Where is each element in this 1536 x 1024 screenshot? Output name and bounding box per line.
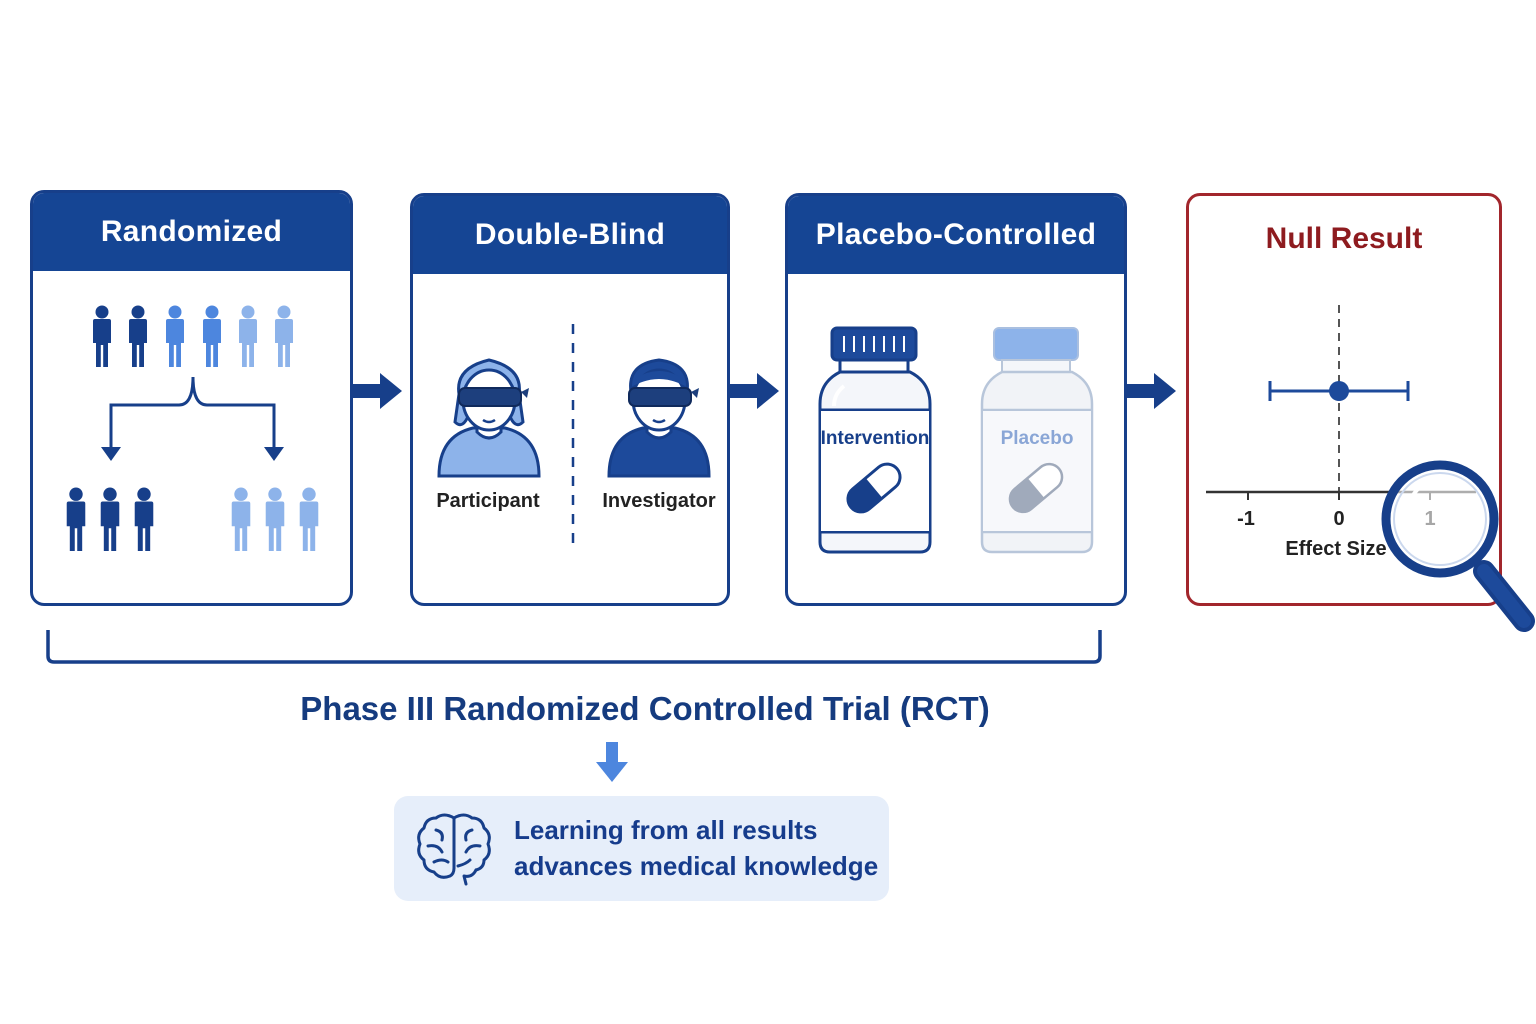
tick-label: 0 [1333, 508, 1344, 530]
person-icon [299, 487, 319, 551]
axis-label: Effect Size [1285, 538, 1386, 560]
pill-bottle-icon [818, 326, 932, 554]
participant-label: Participant [436, 490, 540, 512]
arrow-down-icon [264, 447, 284, 461]
person-icon [134, 487, 154, 551]
double-blind-panel: Double-Blind Participant Inves [410, 193, 730, 606]
randomized-panel: Randomized [30, 190, 353, 606]
person-icon [166, 305, 184, 367]
arrow-down-icon [596, 742, 628, 782]
blind-divider [571, 324, 575, 550]
magnifier-icon [1381, 460, 1535, 632]
capsule-icon [846, 462, 902, 514]
point-estimate [1329, 381, 1349, 401]
randomized-title: Randomized [33, 193, 350, 271]
brain-icon [417, 813, 491, 886]
person-icon [239, 305, 257, 367]
null-result-title: Null Result [1265, 222, 1423, 255]
rct-bracket [46, 630, 1102, 664]
randomization-diagram [66, 305, 319, 551]
control-group [231, 487, 319, 551]
lesson-line-2: advances medical knowledge [514, 851, 879, 881]
person-icon [275, 305, 293, 367]
person-icon [129, 305, 147, 367]
person-icon [203, 305, 221, 367]
blindfolded-person-icon [437, 358, 541, 478]
effect-size-plot: -1 0 1 Effect Size [1206, 305, 1535, 632]
population-group [93, 305, 293, 367]
pill-bottle-icon [980, 327, 1094, 554]
lesson-box: Learning from all results advances medic… [394, 796, 889, 901]
split-arrows [109, 376, 276, 449]
placebo-label: Placebo [1000, 428, 1074, 449]
person-icon [231, 487, 251, 551]
investigator-label: Investigator [602, 490, 716, 512]
arrow-right-icon [1126, 373, 1176, 409]
arrow-right-icon [729, 373, 779, 409]
person-icon [93, 305, 111, 367]
treatment-group [66, 487, 154, 551]
blindfolded-person-icon [607, 358, 711, 478]
arrow-right-icon [352, 373, 402, 409]
double-blind-title: Double-Blind [413, 196, 727, 274]
lesson-line-1: Learning from all results [514, 815, 818, 845]
person-icon [100, 487, 120, 551]
capsule-icon [1008, 462, 1064, 514]
placebo-controlled-panel: Placebo-Controlled Intervention [785, 193, 1127, 606]
lesson-text: Learning from all results advances medic… [514, 812, 878, 884]
arrow-down-icon [101, 447, 121, 461]
rct-title: Phase III Randomized Controlled Trial (R… [300, 690, 990, 727]
person-icon [66, 487, 86, 551]
intervention-label: Intervention [820, 428, 930, 449]
tick-label: -1 [1237, 508, 1255, 530]
placebo-controlled-title: Placebo-Controlled [788, 196, 1124, 274]
person-icon [265, 487, 285, 551]
